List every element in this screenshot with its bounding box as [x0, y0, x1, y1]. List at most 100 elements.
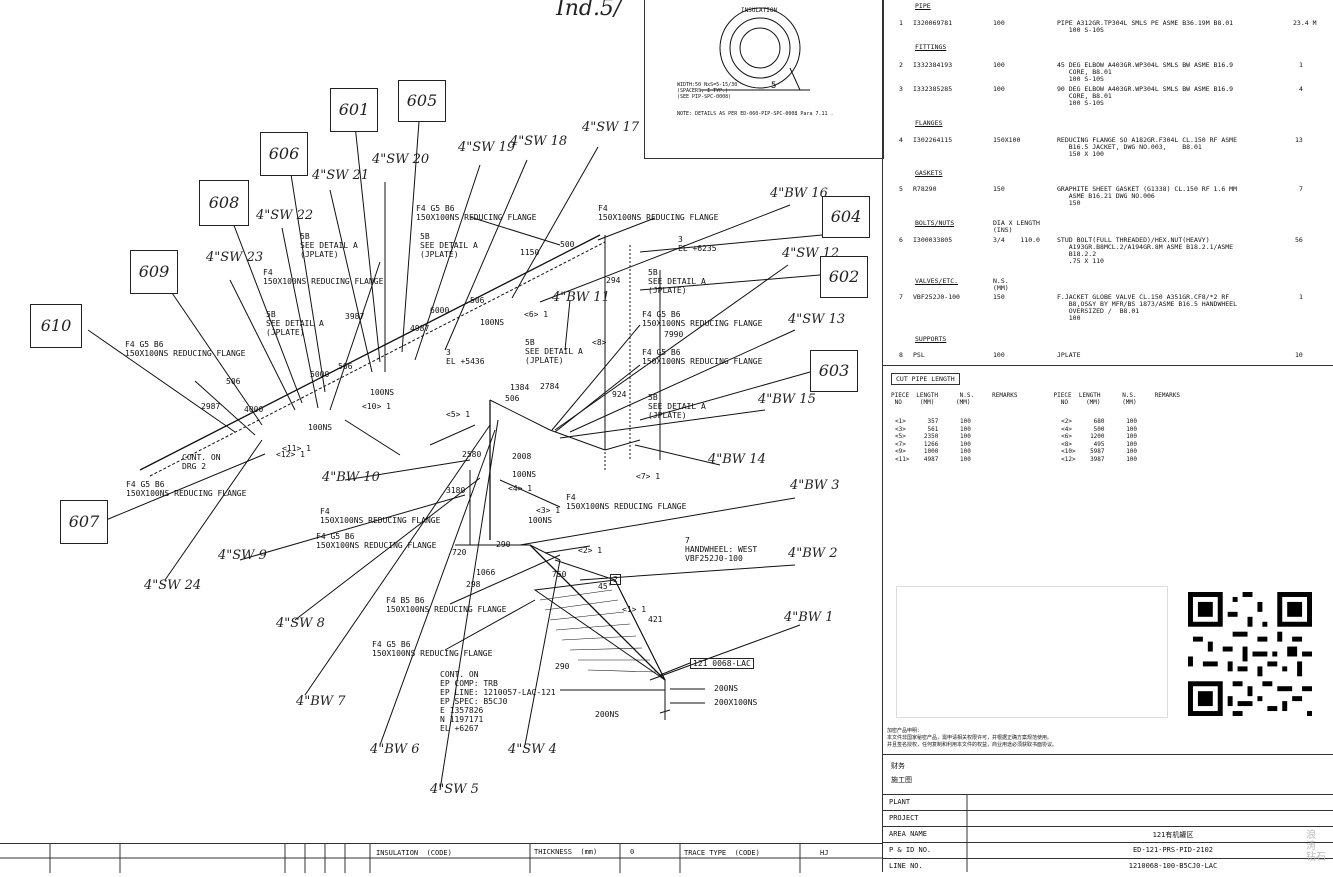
title-row-plant: PLANT [883, 794, 1333, 811]
dimension: 290 [496, 540, 511, 549]
dimension: 298 [466, 580, 481, 589]
weld-mark: 4"SW 18 [510, 134, 568, 149]
size-label: 200X100NS [714, 698, 758, 707]
weld-mark: 4"BW 11 [552, 290, 610, 305]
detail-ref-label: 5B SEE DETAIL A (JPLATE) [525, 338, 583, 365]
weld-mark: 4"SW 17 [582, 120, 640, 135]
weld-mark: 4"BW 1 [784, 610, 834, 625]
dimension: 2008 [512, 452, 532, 461]
section-valves: VALVES/ETC. [915, 277, 959, 285]
dimension: 720 [452, 548, 467, 557]
flange-label: F4 G5 B6 150X100NS REDUCING FLANGE [642, 348, 763, 366]
weld-mark: 4"SW 4 [508, 742, 557, 757]
weld-mark: 4"SW 21 [312, 168, 370, 183]
dimension: 1384 [510, 383, 530, 392]
thickness-field: THICKNESS (mm) [534, 848, 598, 856]
cut-pipe-header: PIECE LENGTH N.S. REMARKS PIECE LENGTH N… [891, 392, 1180, 406]
weld-mark: 4"BW 7 [296, 694, 346, 709]
bill-of-materials: PIPE 1 I320069781 100 PIPE A312GR.TP304L… [883, 0, 1333, 366]
dimension: 506 [338, 362, 353, 371]
dimension: 1066 [476, 568, 496, 577]
detail-scale-text: WIDTH:50 NxS=5-15/30 (SPACERS, I TYP.) (… [677, 82, 738, 100]
tag-box: 604 [822, 196, 870, 238]
detail-dim: 5 [771, 81, 777, 91]
section-fittings: FITTINGS [915, 43, 947, 51]
right-panel: PIPE 1 I320069781 100 PIPE A312GR.TP304L… [882, 0, 1333, 872]
corner-note: Ind.5/ [556, 0, 622, 21]
weld-mark: 4"BW 2 [788, 546, 838, 561]
tag-box: 607 [60, 500, 108, 544]
section-supports: SUPPORTS [915, 335, 947, 343]
elevation-label: 3 EL +6235 [678, 235, 717, 253]
cont-on-label: CONT. ON EP COMP: TRB EP LINE: 1210057-L… [440, 670, 556, 733]
dimension: <5> 1 [446, 410, 471, 419]
thickness-value: 0 [630, 848, 635, 856]
flange-label: F4 150X100NS REDUCING FLANGE [320, 507, 441, 525]
dimension: 421 [648, 615, 663, 624]
valves-header: N.S. (MM) [993, 277, 1009, 292]
flange-label: F4 G5 B6 150X100NS REDUCING FLANGE [126, 480, 247, 498]
dimension: 3180 [446, 486, 466, 495]
dimension: 100NS [308, 423, 333, 432]
dimension: 5000 [310, 370, 330, 379]
weld-mark: 4"BW 3 [790, 478, 840, 493]
pipe-run-upper [139, 234, 601, 471]
dimension: 3987 [345, 312, 365, 321]
title-row-area: AREA NAME 121有机罐区 [883, 826, 1333, 843]
insulation-field: INSULATION (CODE) [376, 849, 452, 857]
flange-label: F4 G5 B6 150X100NS REDUCING FLANGE [416, 204, 537, 222]
weld-mark: 4"BW 10 [322, 470, 380, 485]
weld-mark: 4"SW 19 [458, 140, 516, 155]
line-ref-label: 121 0068-LAC [690, 658, 754, 669]
title-block-divider [966, 794, 968, 872]
trace-field: TRACE TYPE (CODE) [684, 849, 760, 857]
cut-pipe-rows: <1> 357 100 <2> 680 100 <3> 561 100 <4> … [895, 418, 1138, 463]
detail-note: NOTE: DETAILS AS PER ED-060-PIP-SPC-0008… [677, 111, 834, 117]
dept-row: 财务 施工图 [883, 754, 1333, 795]
insulation-label: INSULATION [741, 7, 778, 14]
trace-value: HJ [820, 849, 829, 857]
dimension: 2580 [462, 450, 482, 459]
flange-label: F4 G5 B6 150X100NS REDUCING FLANGE [642, 310, 763, 328]
detail-box: INSULATION WIDTH:50 NxS=5-15/30 (SPACERS… [644, 0, 884, 159]
weld-mark: 4"BW 6 [370, 742, 420, 757]
detail-ref-label: 5B SEE DETAIL A (JPLATE) [300, 232, 358, 259]
tag-box: 603 [810, 350, 858, 392]
flange-label: F4 G5 B6 150X100NS REDUCING FLANGE [125, 340, 246, 358]
tag-box: 609 [130, 250, 178, 294]
section-pipe: PIPE [915, 2, 931, 10]
bottom-strip-grid [0, 844, 882, 873]
dimension: 100NS [370, 388, 395, 397]
dimension: <6> 1 [524, 310, 549, 319]
title-row-pid: P & ID NO. ED-121-PRS-PID-2102 [883, 842, 1333, 859]
weld-mark: 4"SW 13 [788, 312, 846, 327]
weld-mark: 4"BW 14 [708, 452, 766, 467]
dimension: <2> 1 [578, 546, 603, 555]
flange-label: F4 150X100NS REDUCING FLANGE [598, 204, 719, 222]
weld-mark: 4"SW 9 [218, 548, 267, 563]
weld-mark: 4"SW 5 [430, 782, 479, 797]
title-row-project: PROJECT [883, 810, 1333, 827]
dimension: <7> 1 [636, 472, 661, 481]
weld-mark: 4"SW 12 [782, 246, 840, 261]
weld-mark: 4"BW 15 [758, 392, 816, 407]
insulation-detail-sketch [700, 7, 810, 91]
dimension: 6000 [430, 306, 450, 315]
weld-mark: 4"SW 22 [256, 208, 314, 223]
detail-ref-label: 5B SEE DETAIL A (JPLATE) [420, 232, 478, 259]
dimension: 290 [555, 662, 570, 671]
dimension: 1150 [520, 248, 540, 257]
dimension: 506 [226, 377, 241, 386]
dimension: 500 [560, 240, 575, 249]
section-flanges: FLANGES [915, 119, 943, 127]
qr-code [1188, 592, 1312, 716]
weld-mark: 4"SW 24 [144, 578, 202, 593]
detail-ref-label: 5B SEE DETAIL A (JPLATE) [648, 268, 706, 295]
dimension: 45° [598, 582, 613, 591]
dimension: 100NS [480, 318, 505, 327]
dimension: 924 [612, 390, 627, 399]
dimension: 506 [470, 296, 485, 305]
dimension: 4000 [244, 405, 264, 414]
tag-box: 605 [398, 80, 446, 122]
flange-label: F4 150X100NS REDUCING FLANGE [566, 493, 687, 511]
